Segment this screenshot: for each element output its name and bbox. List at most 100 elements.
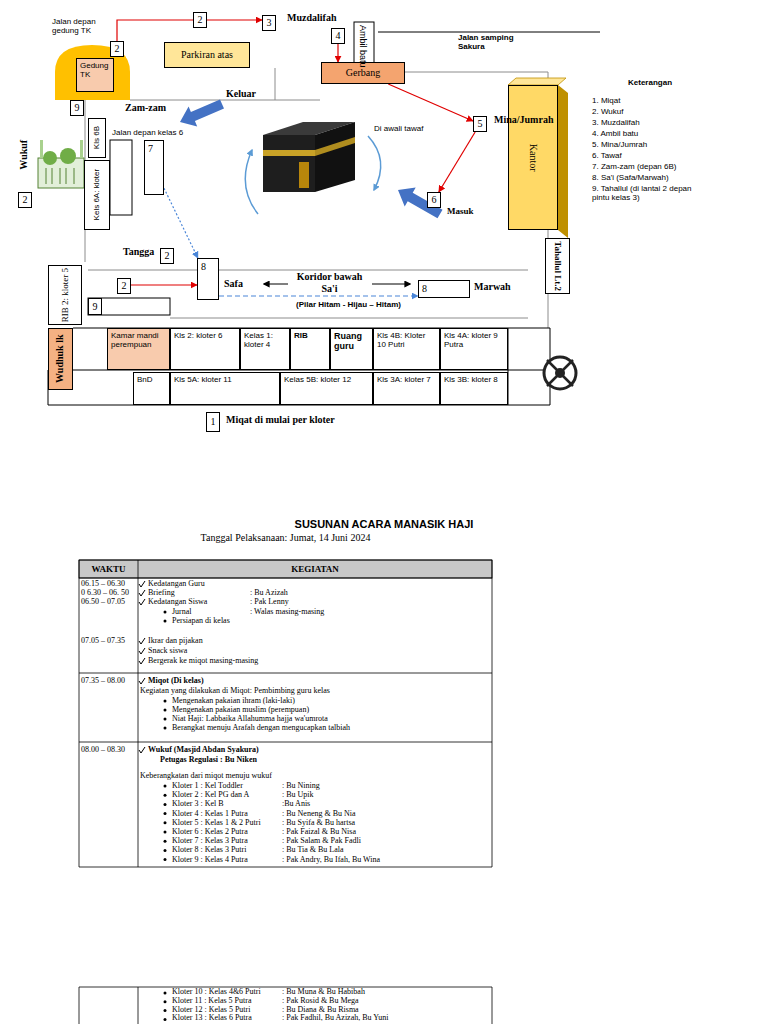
node-text: 8 [422, 283, 466, 295]
mosque-icon [80, 140, 83, 158]
map-label: 7. Zam-zam (depan 6B) [592, 162, 710, 171]
schedule-table [79, 560, 492, 578]
bullet-dot [164, 858, 167, 861]
bullet-dot [164, 803, 167, 806]
label-text: : Bu Azizah [250, 588, 288, 597]
table-cell: Kedatangan Guru [148, 579, 205, 588]
school-logo [547, 360, 573, 386]
room-box: Tahallul Lt.2 [545, 238, 570, 294]
node-text: 8 [201, 261, 215, 273]
road-line [378, 32, 600, 33]
label-text: Di awali tawaf [374, 124, 423, 133]
table-cell: Kloter 7 : Kelas 3 Putra [172, 836, 248, 845]
area-box: Gedung TK [76, 58, 114, 92]
table-cell: : Bu Upik [282, 790, 314, 799]
node-text: 2 [165, 250, 170, 262]
callout-number: 9 [88, 298, 102, 315]
label-text: Miqat di mulai per kloter [226, 414, 335, 425]
room-box: Kls 3A: kloter 7 [373, 372, 440, 405]
route-arrow [117, 20, 262, 41]
map-label: Ambil batu [358, 25, 368, 68]
school-logo [544, 357, 576, 389]
check-mark [139, 648, 145, 654]
label-text: Kloter 11 : Kelas 5 Putra [172, 996, 251, 1005]
label-text: Petugas Regulasi : Bu Niken [160, 755, 257, 764]
table-cell: Berangkat menuju Arafah dengan mengucapk… [172, 723, 350, 732]
label-text: : Bu Nining [282, 781, 320, 790]
room-box: BnD [133, 372, 170, 405]
table-cell: Jurnal [172, 607, 192, 616]
page-title: SUSUNAN ACARA MANASIK HAJI [0, 518, 768, 531]
room-box: Kamar mandi perempuan [107, 328, 170, 370]
label-text: Kloter 8 : Kelas 3 Putri [172, 845, 246, 854]
school-logo [555, 368, 565, 378]
table-cell: Snack siswa [148, 646, 187, 655]
node-text: Kamar mandi perempuan [111, 331, 166, 349]
map-label: Jalan depan gedung TK [52, 17, 114, 35]
node-text: 3 [267, 17, 272, 29]
callout-number: 2 [193, 12, 207, 28]
label-text: Keluar [226, 88, 256, 99]
table-cell: Kedatangan Siswa [148, 597, 207, 606]
callout-number: 2 [117, 278, 131, 294]
table-cell: Kloter 3 : Kel B [172, 799, 224, 808]
table-cell: Bergerak ke miqot masing-masing [148, 656, 258, 665]
label-text: Tangga [123, 246, 154, 257]
label-text: Kloter 3 : Kel B [172, 799, 224, 808]
label-text: Kloter 12 : Kelas 5 Putri [172, 1005, 250, 1014]
callout-number: 4 [331, 28, 345, 44]
check-mark [139, 658, 145, 664]
bullet-dot [164, 992, 167, 995]
map-label: 6. Tawaf [592, 151, 710, 160]
table-cell: : Walas masing-masing [250, 607, 324, 616]
mosque-icon [43, 151, 57, 165]
label-text: Ambil batu [358, 25, 368, 68]
schedule-table [79, 560, 492, 1024]
map-label: 2. Wukuf [592, 107, 710, 116]
label-text: Berangkat menuju Arafah dengan mengucapk… [172, 723, 350, 732]
callout-number: 2 [110, 41, 124, 57]
map-label: Koridor bawah Sa'i [292, 271, 367, 294]
table-cell: : Bu Nining [282, 781, 320, 790]
node-text: Kls 3B: kloter 8 [444, 375, 504, 384]
table-cell: 07.05 – 07.35 [81, 636, 125, 645]
table-cell: Kloter 10 : Kelas 4&6 Putri [172, 988, 261, 997]
check-mark [139, 599, 145, 605]
label-text: Mina/Jumrah [494, 114, 553, 125]
bullet-dot [164, 785, 167, 788]
node-text: Kls 4A: kloter 9 Putra [444, 331, 504, 349]
check-mark [139, 678, 145, 684]
label-text: Bergerak ke miqot masing-masing [148, 656, 258, 665]
label-text: Niat Haji: Labbaika Allahumma hajja wa'u… [172, 714, 328, 723]
node-text: 5 [478, 118, 483, 130]
label-text: : Bu Neneng & Bu Nia [282, 809, 356, 818]
table-cell: Kloter 6 : Kelas 2 Putra [172, 827, 248, 836]
table-cell: : Pak Faizal & Bu Nisa [282, 827, 356, 836]
kaaba-illustration [315, 137, 355, 156]
label-text: Keterangan [628, 78, 672, 87]
label-text: : Pak Salam & Pak Fadli [282, 836, 361, 845]
building-row-outline [48, 328, 550, 405]
table-cell: Briefing [148, 588, 175, 597]
route-arrow [337, 44, 338, 62]
label-text: Miqot (Di kelas) [148, 676, 204, 685]
table-cell: Kloter 13 : Kelas 6 Putra [172, 1014, 252, 1023]
table-cell: Kloter 4 : Kelas 1 Putra [172, 809, 248, 818]
label-text: 1. Miqat [592, 96, 620, 105]
table-cell: Kloter 8 : Kelas 3 Putri [172, 845, 246, 854]
mosque-icon [60, 148, 76, 164]
node-text: Tahallul Lt.2 [552, 241, 562, 291]
map-label: Marwah [474, 281, 511, 293]
label-text: Keberangkatan dari miqot menuju wukuf [140, 771, 272, 780]
node-text: BnD [137, 375, 166, 384]
bullet-dot [164, 840, 167, 843]
map-label: Zam-zam [125, 102, 166, 114]
bullet-dot [164, 611, 167, 614]
tawaf-arrows [245, 150, 258, 214]
map-label: Keterangan [628, 78, 672, 87]
empty-room [110, 140, 132, 215]
room-box: Kls 4B: Kloter 10 Putri [373, 328, 440, 370]
kantor-side [558, 85, 568, 238]
